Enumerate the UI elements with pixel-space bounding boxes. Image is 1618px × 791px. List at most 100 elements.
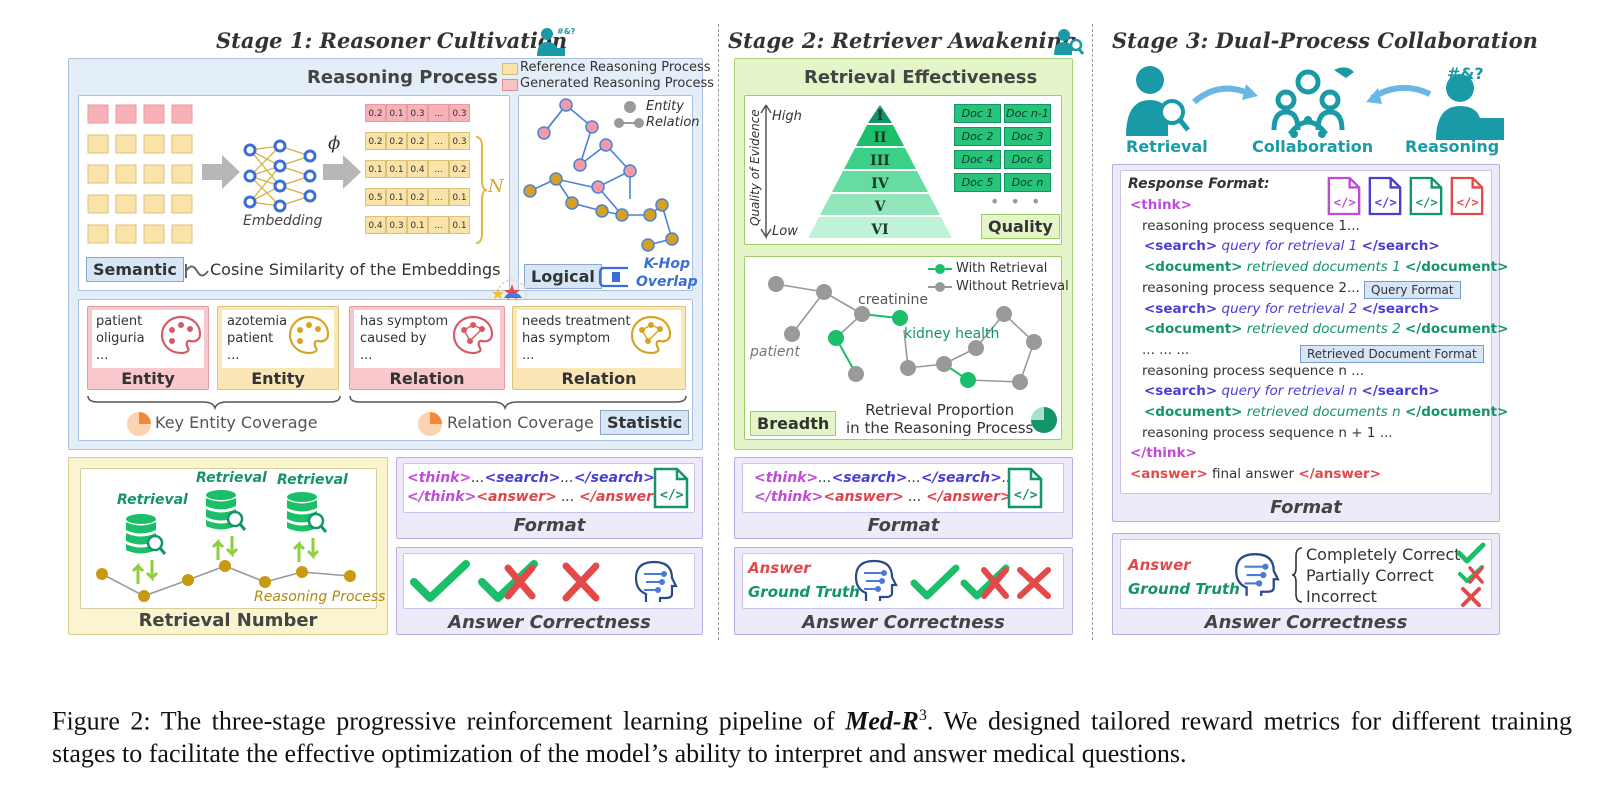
check-icon (410, 560, 470, 602)
response-format-line: <search> query for retrieval 2 </search> (1144, 300, 1440, 317)
card-entity-1-title: Entity (121, 369, 175, 388)
stage2-format-line-2: </think><answer> ... </answer> (754, 489, 1012, 505)
doc-chip: Doc n (1004, 173, 1051, 192)
doc-ellipsis: • • • (990, 192, 1044, 211)
relation-legend-label: Relation (646, 115, 700, 130)
completely-correct-label: Completely Correct (1306, 545, 1461, 564)
entity-legend-icon (624, 101, 636, 113)
matrix-cell: ... (428, 188, 449, 206)
matrix-cell: 0.3 (449, 104, 470, 122)
matrix-cell: 0.1 (449, 216, 470, 234)
pie-chart-icon (418, 412, 442, 436)
stage3-ground-truth-label: Ground Truth (1128, 580, 1240, 598)
high-label: High (772, 109, 802, 124)
collaboration-header-icons (1126, 66, 1504, 140)
stage1-format-inner (403, 463, 695, 513)
legend-reference-label: Reference Reasoning Process (520, 60, 711, 75)
reasoning-process-label: Reasoning Process (254, 589, 386, 605)
response-format-line: <answer> final answer </answer> (1130, 466, 1381, 483)
matrix-cell: ... (428, 160, 449, 178)
matrix-cell: 0.1 (386, 104, 407, 122)
quality-of-evidence-label: Quality of Evidence (748, 109, 762, 226)
pyramid-level-label: I (876, 108, 884, 124)
doc-chip: Doc n-1 (1004, 104, 1051, 123)
retriever-person-icon (1054, 29, 1085, 55)
knowledge-graph (523, 98, 679, 252)
matrix-cell: 0.1 (365, 160, 386, 178)
phi-label: ϕ (328, 133, 341, 154)
stage3-title: Stage 3: Dual-Process Collaboration (1112, 28, 1538, 53)
retrieved-doc-format-callout: Retrieved Document Format (1300, 345, 1484, 363)
without-retrieval-label: Without Retrieval (956, 279, 1069, 294)
figure-caption: Figure 2: The three-stage progressive re… (52, 706, 1573, 768)
k-hop-icon (598, 266, 628, 288)
response-format-line: <think> (1130, 197, 1192, 213)
head-brain-icon (634, 560, 678, 602)
relation-legend-icon (614, 118, 644, 128)
doc-chip: Doc 1 (954, 104, 1001, 123)
stage3-collaboration-label: Collaboration (1252, 137, 1374, 156)
partial-check-icon (1458, 565, 1484, 584)
stage3-symbol: #&? (1447, 64, 1484, 83)
breadth-panel (744, 256, 1062, 440)
stage1-title: Stage 1: Reasoner Cultivation (216, 28, 568, 53)
pyramid-level-label: VI (871, 222, 889, 238)
palette-icon (288, 315, 330, 355)
doc-chip: Doc 2 (954, 127, 1001, 146)
matrix-cell: 0.1 (407, 216, 428, 234)
pyramid-level-label: V (874, 199, 886, 215)
n-brace (475, 136, 488, 244)
code-file-icon: </> (1368, 176, 1402, 216)
retrieval-word-2: Retrieval (196, 470, 267, 486)
kidney-health-label: kidney health (904, 326, 1000, 342)
svg-text:</>: </> (660, 488, 684, 503)
code-file-icon: </> (1450, 176, 1484, 216)
incorrect-label: Incorrect (1306, 587, 1377, 606)
database-icon (287, 492, 328, 533)
response-format-line: reasoning process sequence 1... (1142, 217, 1360, 234)
neural-network-icon (243, 139, 317, 213)
response-format-line: </think> (1130, 445, 1197, 462)
k-hop-label: K-Hop Overlap (636, 256, 698, 290)
pyramid-level-label: III (870, 153, 890, 169)
partial-check-icon (478, 560, 538, 602)
response-format-line: ... ... ... (1142, 341, 1190, 358)
matrix-cell: 0.2 (407, 132, 428, 150)
stage2-format-title: Format (867, 515, 940, 536)
svg-text:#&?: #&? (557, 27, 576, 36)
statistic-tag: Statistic (600, 410, 690, 435)
outcome-brace (1291, 547, 1303, 603)
retrieval-effectiveness-title: Retrieval Effectiveness (804, 67, 1038, 88)
response-format-line: <document> retrieved documents 1 </docum… (1144, 259, 1509, 276)
matrix-cell: 0.2 (365, 132, 386, 150)
response-format-line: <document> retrieved documents 2 </docum… (1144, 321, 1509, 338)
breadth-graph (768, 276, 1042, 390)
legend-generated-label: Generated Reasoning Process (520, 76, 715, 91)
stage3-answer-inner (1120, 539, 1492, 609)
arrow-to-matrix-icon (323, 155, 361, 189)
pyramid-level-label: II (873, 130, 887, 146)
matrix-cell: ... (428, 132, 449, 150)
palette-icon (160, 315, 202, 355)
retrieval-word-3: Retrieval (277, 472, 348, 488)
stage3-format-inner (1120, 170, 1492, 494)
stage3-reasoning-label: Reasoning (1405, 137, 1500, 156)
svg-text:</>: </> (1457, 195, 1479, 209)
code-file-icon: </> (1327, 176, 1361, 216)
evidence-axis (760, 104, 772, 240)
doc-chip: Doc 3 (1004, 127, 1051, 146)
card-relation-2-title: Relation (561, 369, 637, 388)
stage2-answer-inner (742, 553, 1064, 609)
pie-chart-icon (127, 412, 151, 436)
n-label: N (488, 176, 504, 197)
head-brain-icon (854, 559, 898, 601)
head-brain-icon (1235, 553, 1280, 596)
matrix-cell: 0.2 (386, 132, 407, 150)
with-retrieval-legend-icon (928, 264, 952, 274)
stage2-ground-truth-label: Ground Truth (748, 583, 860, 601)
